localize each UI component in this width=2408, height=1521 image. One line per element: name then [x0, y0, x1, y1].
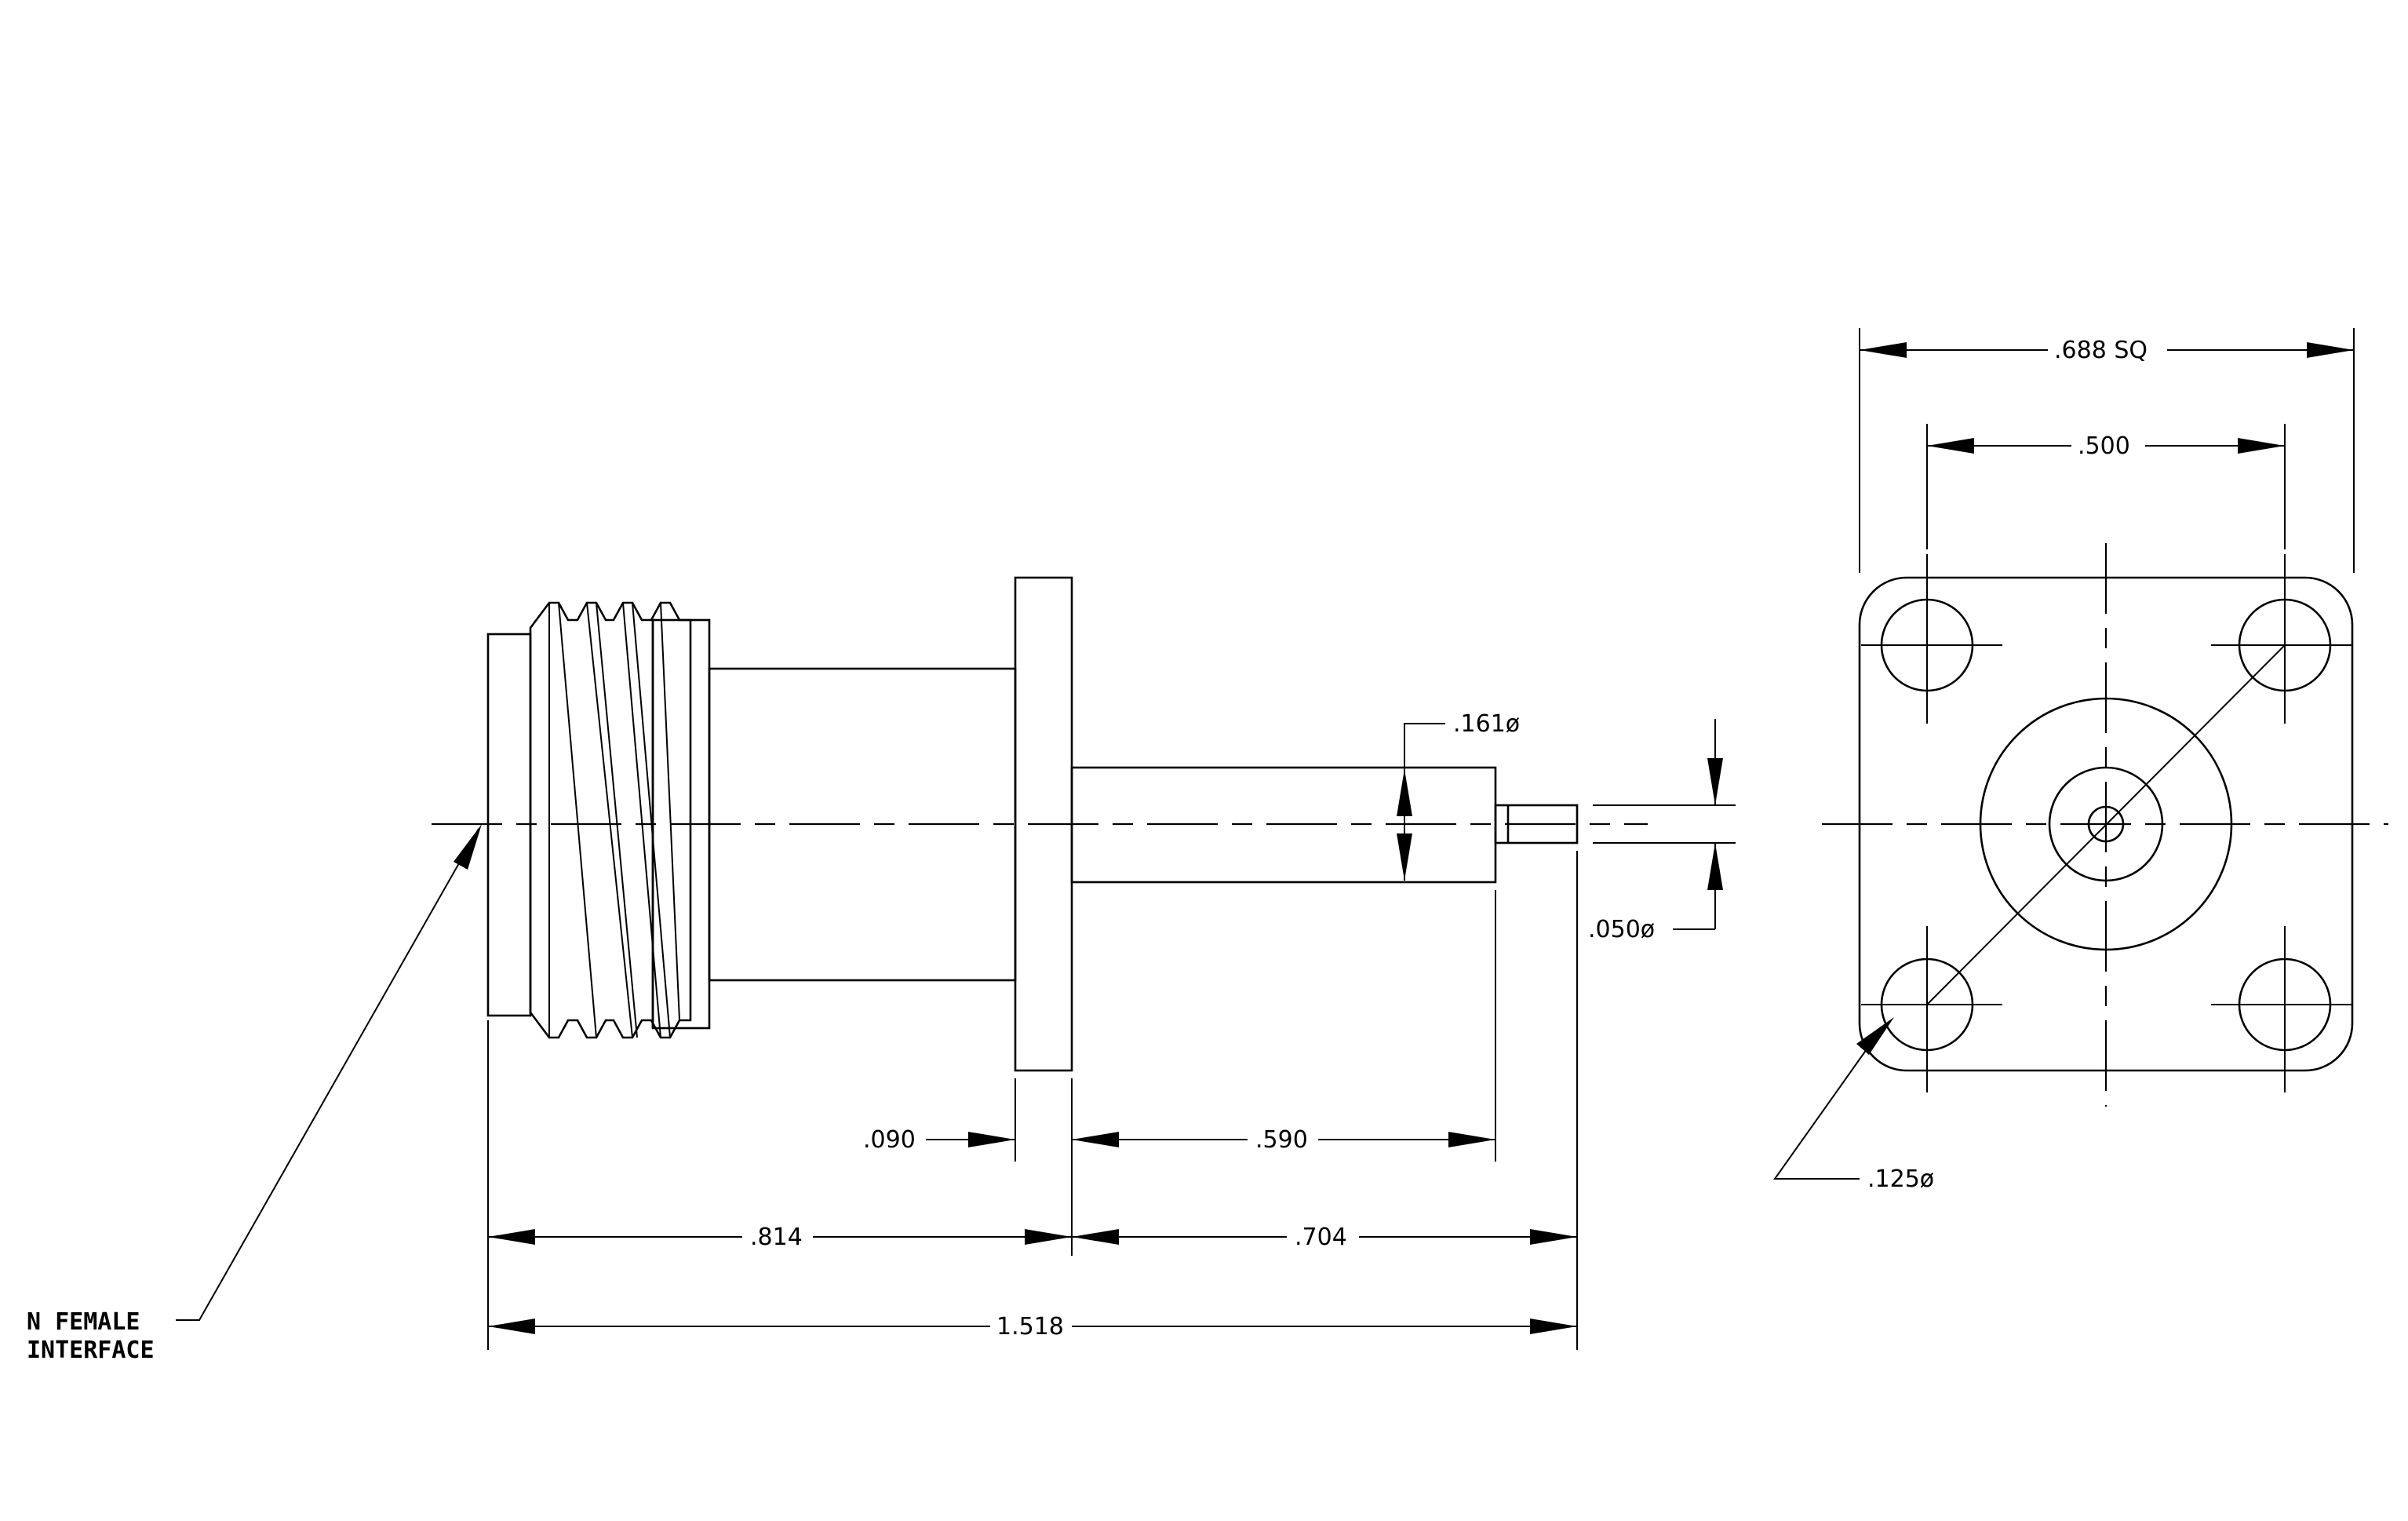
center-pin [1494, 804, 1579, 844]
dim-pin-length: .590 [1072, 1126, 1495, 1154]
insulator-circle [2048, 766, 2164, 882]
label-pin-dia-large: .161ø [1453, 710, 1520, 738]
callout-line-1: N FEMALE [27, 1308, 140, 1336]
side-view: .161ø .050ø .090 .590 [27, 576, 1736, 1364]
callout-n-female: N FEMALE INTERFACE [27, 824, 482, 1364]
thread-lines [548, 602, 680, 1038]
body-circle [1979, 697, 2233, 951]
label-hole-spacing: .500 [2078, 432, 2130, 460]
dim-pin-dia-small: .050ø [1588, 719, 1723, 943]
label-flange-thickness: .090 [863, 1126, 916, 1154]
dim-hole-dia: .125ø [1773, 1017, 1934, 1193]
thread-outline [529, 601, 692, 1039]
label-square-size: .688 SQ [2054, 337, 2148, 364]
label-pin-dia-small: .050ø [1588, 916, 1655, 943]
dim-overall-length: 1.518 [488, 1313, 1577, 1340]
pin-circle [2087, 805, 2125, 843]
label-body-length: .814 [750, 1224, 803, 1251]
front-view: .125ø .688 SQ .500 [1773, 328, 2388, 1193]
dim-rear-length: .704 [1072, 1224, 1577, 1251]
label-rear-length: .704 [1295, 1224, 1347, 1251]
callout-line-2: INTERFACE [27, 1337, 155, 1364]
dim-flange-thickness: .090 [863, 1126, 1015, 1154]
dim-hole-spacing: .500 [1926, 424, 2286, 549]
label-overall-length: 1.518 [996, 1313, 1064, 1340]
dim-pin-dia-large: .161ø [1397, 710, 1520, 881]
bolt-circle-diagonal [1926, 644, 2286, 1005]
mounting-holes [1861, 554, 2352, 1092]
label-pin-length: .590 [1255, 1126, 1308, 1154]
label-hole-dia: .125ø [1867, 1165, 1934, 1193]
dim-body-length: .814 [488, 1224, 1072, 1251]
dim-square-size: .688 SQ [1859, 328, 2355, 573]
